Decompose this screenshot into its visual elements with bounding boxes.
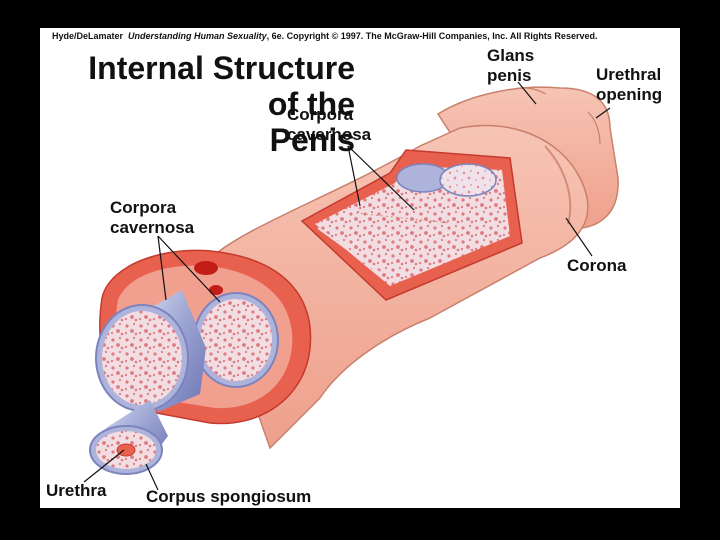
leader-corona <box>565 217 593 257</box>
leader-lines <box>83 81 611 491</box>
leader-cavernosa-top-1 <box>347 145 361 207</box>
leader-glans <box>517 81 537 105</box>
label-corpora-cavernosa-top: Corpora cavernosa <box>287 105 372 144</box>
copyright-rest: , 6e. Copyright © 1997. The McGraw-Hill … <box>266 31 598 41</box>
title-line-2: of the <box>267 86 355 122</box>
label-corpora-cavernosa-left: Corpora cavernosa <box>110 198 195 237</box>
leader-cavernosa-top-2 <box>347 145 415 211</box>
copyright-book: Understanding Human Sexuality <box>128 31 267 41</box>
leader-cavernosa-left-1 <box>157 235 167 301</box>
title-line-3: Penis <box>269 122 355 158</box>
label-corona: Corona <box>567 256 627 275</box>
cross-section <box>89 249 312 475</box>
page-title: Internal Structure of the Penis <box>50 50 355 158</box>
copyright-notice: Hyde/DeLamater Understanding Human Sexua… <box>52 31 597 41</box>
slide: Hyde/DeLamater Understanding Human Sexua… <box>40 28 680 508</box>
leader-urethra <box>83 449 125 483</box>
label-urethra: Urethra <box>46 481 107 500</box>
penis-anatomy-illustration <box>83 81 619 491</box>
title-line-1: Internal Structure <box>88 50 355 86</box>
leader-corpus-spongiosum <box>145 463 159 491</box>
label-glans-penis: Glans penis <box>487 46 535 85</box>
cutaway-window <box>300 149 523 301</box>
leader-urethral-opening <box>595 107 611 119</box>
label-urethral-opening: Urethral opening <box>596 65 663 104</box>
leader-cavernosa-left-2 <box>157 235 221 303</box>
copyright-authors: Hyde/DeLamater <box>52 31 124 41</box>
label-corpus-spongiosum: Corpus spongiosum <box>146 487 312 506</box>
